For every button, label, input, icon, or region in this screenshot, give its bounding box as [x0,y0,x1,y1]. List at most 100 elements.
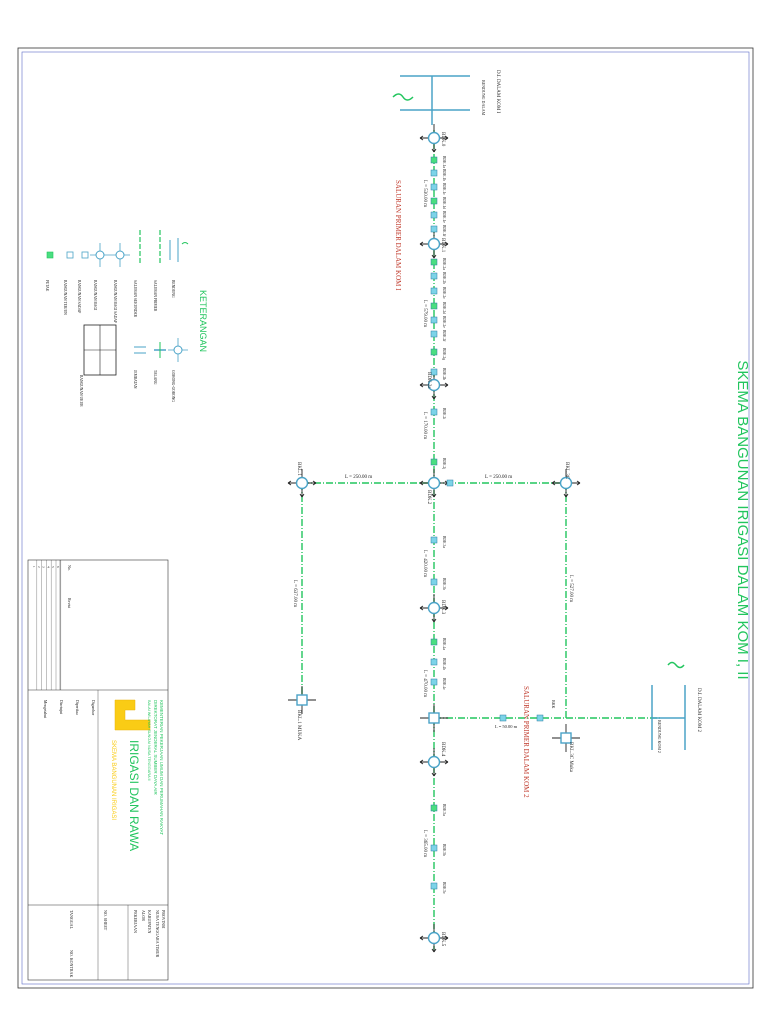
legend-label: BANGUNAN TERJUN [63,280,67,315]
division-node [419,594,449,623]
structure-marker-label: BDK.3a [442,536,446,548]
legend-symbol [66,251,74,259]
structure-marker: BDK.2g [430,348,446,360]
end-node [420,704,448,732]
structure-marker-label: BDK.4b [442,658,446,670]
signer-label: Disetujui [59,700,63,714]
structure-label-bkl1m: BKL.1 MUKA [296,710,301,741]
structure-marker: BDK.2e [430,316,446,328]
structure-markers: BDK.1aBDK.1bBDK.1cBDK.1dBDK.1eBDK.1fBDK.… [430,156,544,894]
signer-label: Diperiksa [75,700,79,715]
structure-marker-label: BDK.2b [442,272,446,284]
legend-symbol [83,324,117,376]
signer-label: Mengetahui [43,700,47,718]
structure-marker-label: BDK.2d [442,302,446,314]
structure-label-bkl1: BKL.1 [296,462,301,476]
structure-marker: BDK.1d [430,197,446,209]
legend-label: GORONG-GORONG [171,370,175,402]
legend-label: BANGUNAN UKUR [79,375,83,407]
tb-province: NUSA TENGGARA TIMUR [155,910,160,958]
structure-marker: BDK.1a [430,156,446,168]
legend-symbol [90,243,110,267]
tb-sheet-label: NO. SHEET [103,910,108,931]
revision-row-number: 2 [37,566,41,568]
structure-marker: BDK.2i [430,408,446,419]
legend-labels: BENDUNG SALURAN PRIMER SALURAN SEKUNDER BAN… [45,280,175,407]
structure-label-bdk2a: BDK.2a [426,372,431,389]
structure-marker-label: BDK.2g [442,348,446,360]
structure-marker: BDK.2f [430,330,446,342]
signer-label: Digambar [91,700,95,716]
structure-marker: BDK.1f [430,225,446,237]
legend-symbol [168,338,188,362]
legend-label: BANGUNAN BAGI SADAP [113,280,117,323]
legend-label: TALANG [153,370,157,385]
length-label: L = 50.00 m [495,724,518,729]
legend-label: SALURAN SEKUNDER [133,280,137,318]
tb-contract-label: NO. KONTRAK [69,950,74,977]
tb-remark-head: No. [67,565,72,571]
structure-nodes [287,124,581,953]
division-node [551,469,581,498]
structure-marker-label: BDK.3b [442,578,446,590]
legend-label: SALURAN PRIMER [153,280,157,312]
legend-symbol [110,243,130,267]
source-top: D.I. DALAM KOM I BENDUNG DALAM [392,70,500,125]
structure-marker-label: BDK.4c [442,678,446,690]
length-label: L = 637.00 m [292,580,297,607]
structure-marker: BDK.5a [430,804,446,816]
structure-marker-label: BDK.2e [442,316,446,328]
structure-marker: BDK.4c [430,678,446,690]
source-top-label: D.I. DALAM KOM I [495,70,500,114]
structure-label-bdk4: BDK.4 [440,742,445,757]
division-node [287,469,317,498]
structure-marker-label: BDK.2h [442,368,446,380]
structure-marker [499,714,507,722]
end-node [552,724,580,752]
division-node [419,124,449,153]
structure-marker-label: BDK.1b [442,169,446,181]
structure-marker-label: BDK.4a [442,638,446,650]
structure-marker: BDK.2a [430,258,446,270]
length-label: L = 579.00 m [422,300,427,327]
inner-border [21,51,750,985]
structure-marker-label: BDK.2c [442,287,446,299]
legend: KETERANGAN BENDUNG SALURAN PRIMER SALURAN … [45,230,208,407]
legend-label: BENDUNG [171,280,175,298]
canal-name-1: SALURAN PRIMER DALAM KOM I [394,180,402,291]
structure-label-bdk3: BDK.3 [440,600,445,615]
legend-label: BANGUNAN SADAP [77,280,81,313]
structure-marker: BDK.3a [430,536,446,548]
tb-date-label: TANGGAL [69,910,74,930]
tb-pekerjaan-label: PEKERJAAN [133,910,138,933]
bendung-top-label: BENDUNG DALAM [481,80,486,116]
division-node [419,469,449,498]
tb-kabupaten: ALOR [141,910,146,921]
logo-mark [114,699,151,731]
tb-balai: BALAI WILAYAH SUNGAI NUSA TENGGARA II [147,700,151,781]
source-bottom-label: D.I. DALAM KOM 2 [696,688,701,733]
legend-symbol [46,251,54,259]
structure-marker: BDK.1c [430,183,446,195]
division-node [419,748,449,777]
structure-marker: BDK.5b [430,844,446,856]
length-label: L = 527.00 m [568,575,573,602]
structure-marker: BDK.2j [430,458,446,469]
revision-row-number: 6 [56,566,60,568]
end-node [288,686,316,714]
revision-row-number: 3 [42,566,46,568]
structure-label-bdk1: BDK.1 [440,238,445,253]
structure-marker [446,479,454,487]
structure-marker-label: BDK.2a [442,258,446,270]
tb-kabupaten-label: KABUPATEN [147,910,152,934]
structure-marker: BDK.1e [430,211,446,223]
canal-name-2: SALURAN PRIMER DALAM KOM 2 [522,686,530,798]
legend-title: KETERANGAN [198,290,208,352]
length-label: L = 470.00 m [422,670,427,697]
tb-dirjen: DIREKTORAT JENDERAL SUMBER DAYA AIR [153,700,158,795]
structure-label-bdk5: BDK.5 [440,932,445,947]
length-label: L = 250.00 m [485,475,512,480]
structure-marker: BDK.4b [430,658,446,670]
